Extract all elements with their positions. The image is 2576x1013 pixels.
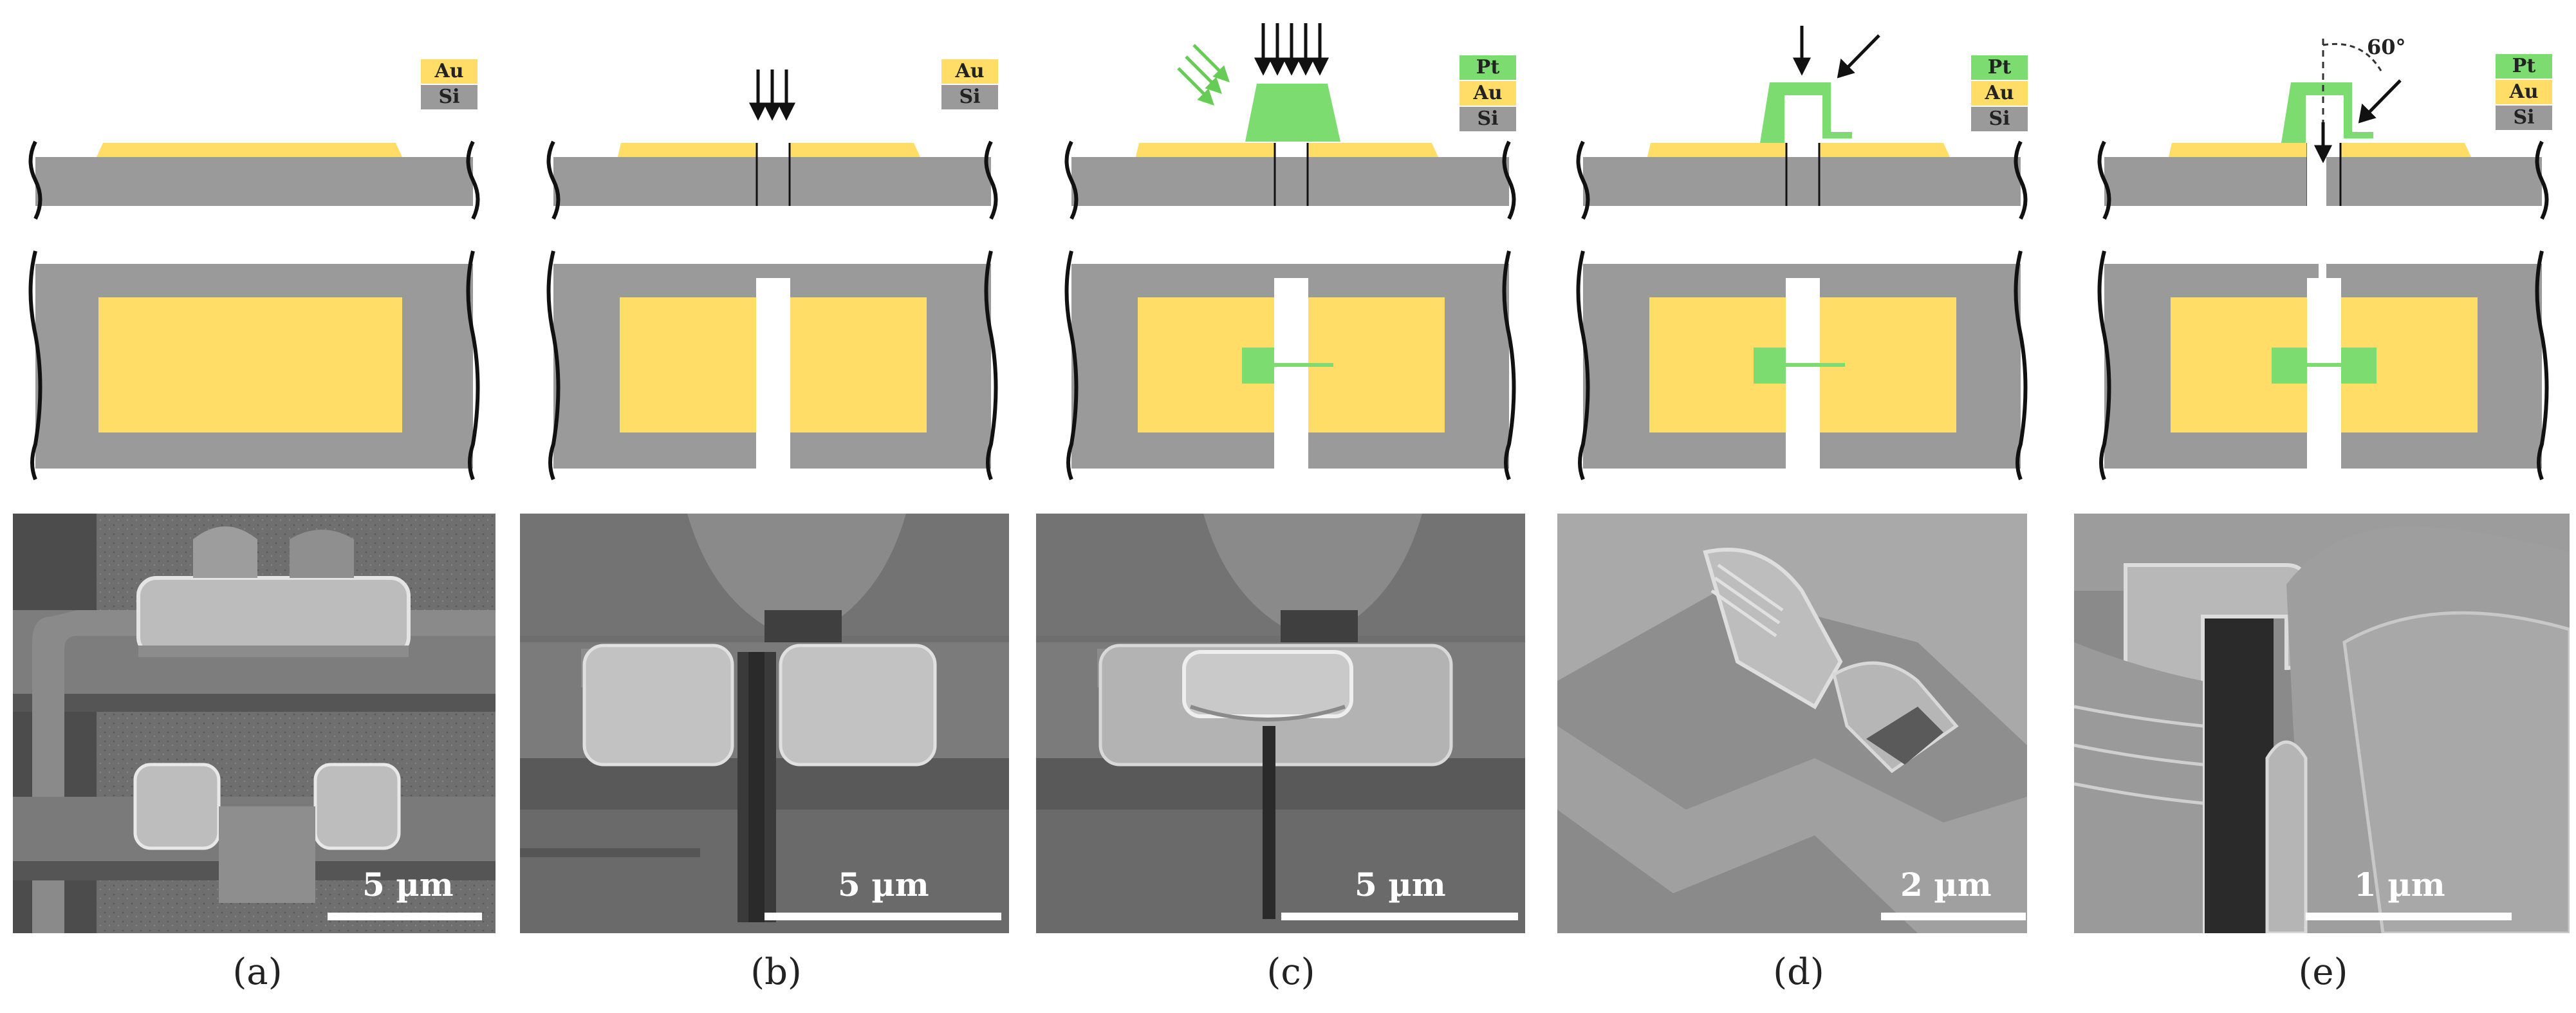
schematic-b [546, 70, 998, 481]
scale-label-a: 5 µm [362, 866, 454, 904]
scale-bar-e [2306, 913, 2512, 920]
scale-label-d: 2 µm [1900, 866, 1992, 904]
panel-e: 60° Pt Au Si 1 µm (e) [2066, 0, 2570, 1013]
legend-au: Au [421, 59, 477, 84]
caption-c: (c) [1266, 951, 1315, 993]
caption-b: (b) [750, 951, 802, 993]
pt-deposit-section [1245, 84, 1340, 142]
scale-bar-c [1281, 913, 1518, 920]
schematic-c [1064, 23, 1516, 481]
pt-bridge-section [1760, 82, 1852, 143]
legend-pt: Pt [1971, 55, 2028, 80]
scale-bar-d [1881, 913, 2026, 920]
si-substrate-section [35, 157, 473, 206]
scale-bar-b [764, 913, 1001, 920]
panel-d: Pt Au Si 2 µm (d) [1544, 0, 2028, 1013]
legend-si: Si [1459, 107, 1516, 131]
au-pad-top [98, 297, 402, 432]
panel-c: Pt Au Si 5 µm (c) [1033, 0, 1525, 1013]
panel-b: Au Si 5 µm (b) [515, 0, 1009, 1013]
schematic-a [28, 140, 480, 481]
legend-pt: Pt [1459, 55, 1516, 80]
sem-image-c [1036, 514, 1525, 933]
legend-pt: Pt [2496, 54, 2552, 79]
caption-e: (e) [2298, 951, 2348, 993]
scale-label-b: 5 µm [838, 866, 929, 904]
scale-label-e: 1 µm [2354, 866, 2445, 904]
schematic-e [2097, 39, 2549, 481]
legend-au: Au [1459, 81, 1516, 106]
caption-d: (d) [1773, 951, 1824, 993]
legend-au: Au [2496, 80, 2552, 104]
angle-label: 60° [2367, 35, 2406, 59]
legend-au: Au [941, 59, 998, 84]
sem-image-b [520, 514, 1009, 933]
caption-a: (a) [232, 951, 283, 993]
sem-image-d [1557, 514, 2027, 933]
sem-image-e [2074, 514, 2570, 933]
legend-si: Si [421, 85, 477, 109]
panel-a: Au Si 5 µm [0, 0, 496, 1013]
schematic-d [1576, 26, 2028, 481]
au-pad-section [97, 143, 402, 157]
sem-image-a [13, 514, 496, 933]
legend-au: Au [1971, 81, 2028, 106]
legend-si: Si [1971, 107, 2028, 131]
scale-label-c: 5 µm [1355, 866, 1446, 904]
legend-si: Si [941, 85, 998, 109]
legend-si: Si [2496, 106, 2552, 130]
scale-bar-a [328, 913, 482, 920]
